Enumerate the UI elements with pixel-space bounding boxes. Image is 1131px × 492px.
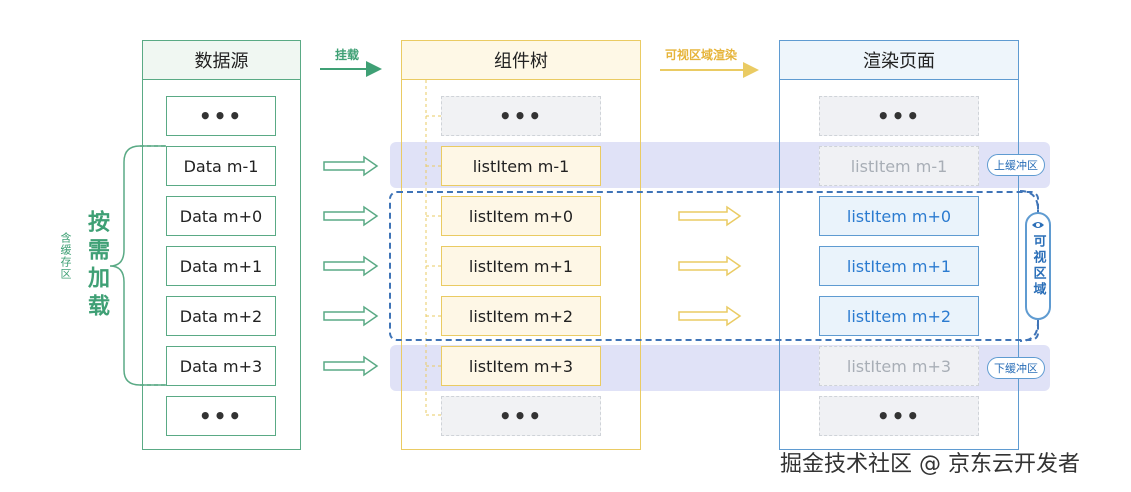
data-item: Data m+1 — [166, 246, 276, 286]
hollow-arrow-green — [323, 255, 379, 277]
render-item-buffered: listItem m+3 — [819, 346, 979, 386]
lower-buffer-tag: 下缓冲区 — [987, 357, 1045, 379]
data-ellipsis-bottom: ••• — [166, 396, 276, 436]
watermark: 掘金技术社区 @ 京东云开发者 — [780, 452, 1080, 477]
data-ellipsis-top: ••• — [166, 96, 276, 136]
render-item-visible: listItem m+2 — [819, 296, 979, 336]
tree-item: listItem m-1 — [441, 146, 601, 186]
data-item: Data m+3 — [166, 346, 276, 386]
render-page-title: 渲染页面 — [780, 41, 1018, 80]
visible-render-label: 可视区域渲染 — [665, 48, 738, 62]
data-item: Data m+0 — [166, 196, 276, 236]
hollow-arrow-green — [323, 355, 379, 377]
data-source-title: 数据源 — [143, 41, 300, 80]
render-page-column: 渲染页面 — [779, 40, 1019, 450]
render-item-buffered: listItem m-1 — [819, 146, 979, 186]
eye-icon — [1032, 222, 1044, 228]
cache-brace — [109, 145, 166, 386]
tree-item: listItem m+3 — [441, 346, 601, 386]
hollow-arrow-green — [323, 205, 379, 227]
render-item-visible: listItem m+1 — [819, 246, 979, 286]
data-item: Data m+2 — [166, 296, 276, 336]
with-cache-label: 含缓存区 — [59, 232, 72, 280]
render-ellipsis-top: ••• — [819, 96, 979, 136]
mount-label: 挂载 — [335, 48, 360, 62]
component-tree-column: 组件树 — [401, 40, 641, 450]
hollow-arrow-green — [323, 155, 379, 177]
render-ellipsis-bottom: ••• — [819, 396, 979, 436]
hollow-arrow-yellow — [678, 305, 742, 327]
tree-item: listItem m+0 — [441, 196, 601, 236]
on-demand-label: 按需加载 — [84, 210, 109, 322]
tree-connector — [425, 80, 441, 416]
hollow-arrow-green — [323, 305, 379, 327]
tree-ellipsis-bottom: ••• — [441, 396, 601, 436]
data-item: Data m-1 — [166, 146, 276, 186]
data-source-column: 数据源 — [142, 40, 301, 450]
visible-area-tag: 可视区域 — [1025, 212, 1051, 320]
hollow-arrow-yellow — [678, 255, 742, 277]
upper-buffer-tag: 上缓冲区 — [987, 154, 1045, 176]
component-tree-title: 组件树 — [402, 41, 640, 80]
mount-hollow-arrows — [323, 155, 379, 377]
visible-area-label: 可视区域 — [1030, 234, 1046, 298]
tree-item: listItem m+2 — [441, 296, 601, 336]
tree-ellipsis-top: ••• — [441, 96, 601, 136]
render-item-visible: listItem m+0 — [819, 196, 979, 236]
render-hollow-arrows — [678, 205, 742, 327]
hollow-arrow-yellow — [678, 205, 742, 227]
tree-item: listItem m+1 — [441, 246, 601, 286]
